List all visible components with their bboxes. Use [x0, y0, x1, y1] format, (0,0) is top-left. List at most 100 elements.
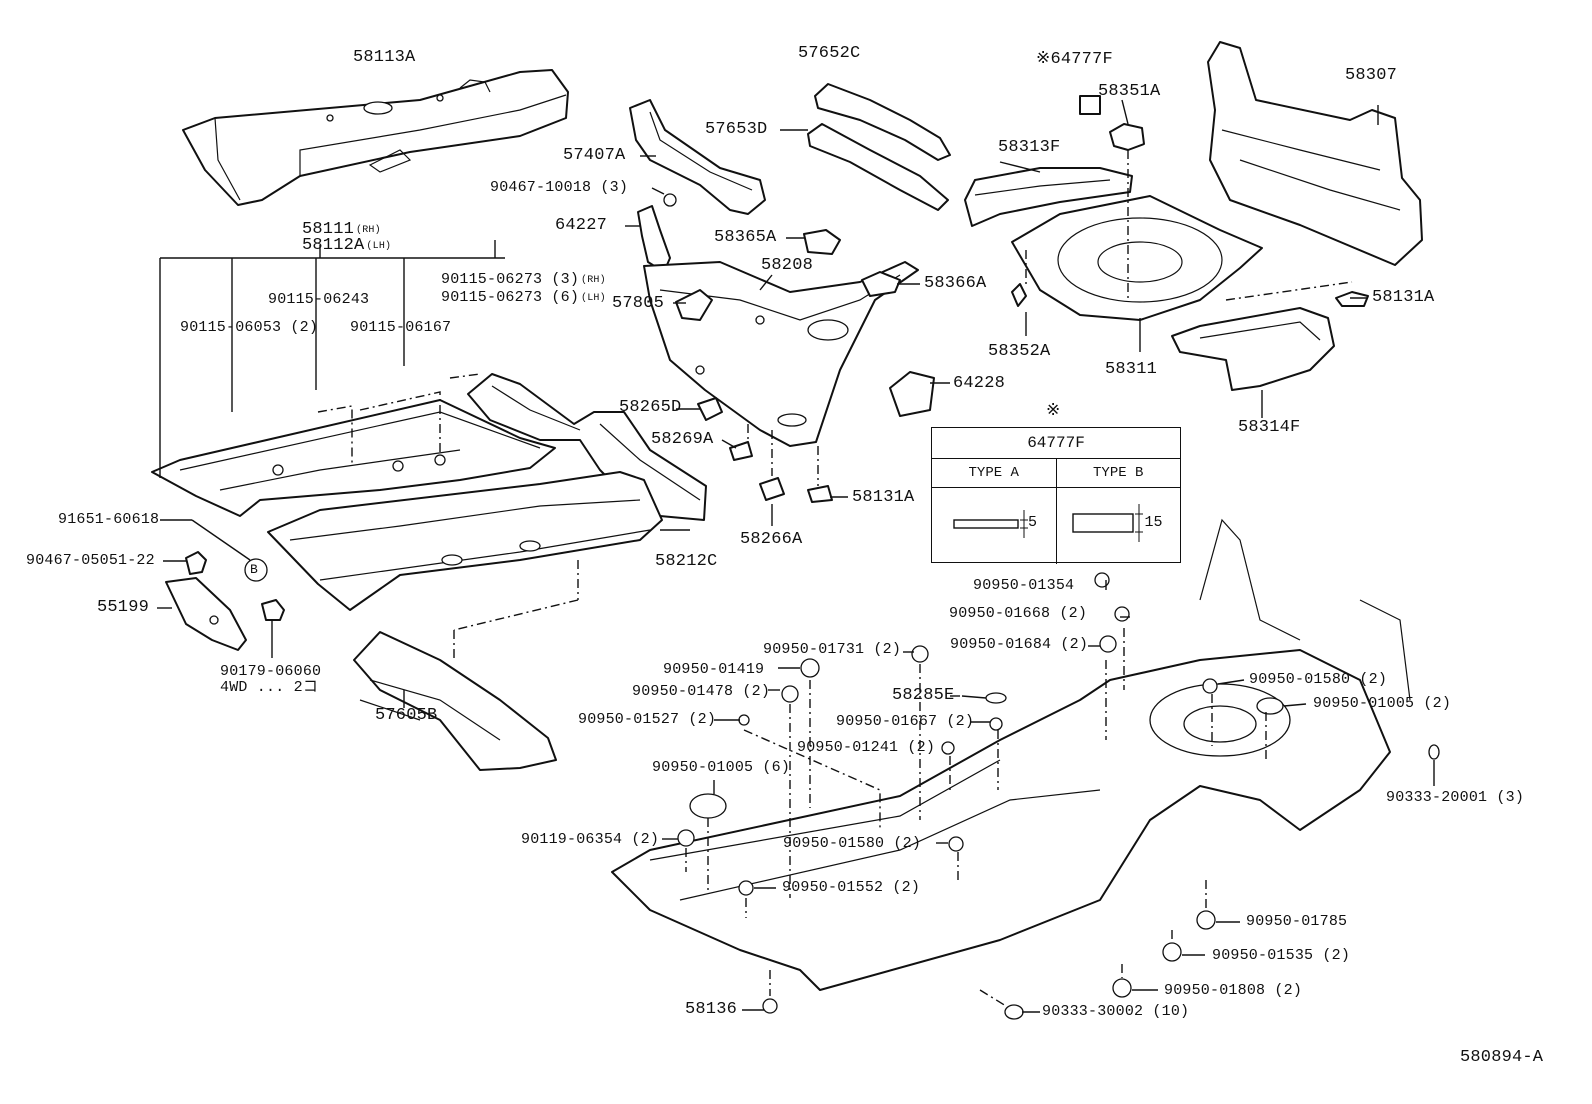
label-58131A-top: 58131A	[1372, 288, 1435, 307]
label-58352A: 58352A	[988, 342, 1051, 361]
part-58131A-top-shape	[1335, 291, 1369, 307]
label-57653D: 57653D	[705, 120, 768, 139]
label-90115-06053: 90115-06053 (2)	[180, 319, 319, 336]
label-57805: 57805	[612, 294, 665, 313]
type-b-dimension: 15	[1144, 514, 1163, 531]
label-58266A: 58266A	[740, 530, 803, 549]
label-91651-60618: 91651-60618	[58, 511, 160, 528]
part-58313F-shape	[964, 167, 1133, 227]
label-90950-01580-c: 90950-01580 (2)	[783, 835, 922, 852]
type-a-pad-drawing	[953, 510, 1028, 538]
part-58307-shape	[1207, 41, 1423, 266]
label-90115-06273-lh: 90115-06273 (6)(LH)	[441, 289, 606, 306]
type-b-pad-drawing	[1071, 504, 1143, 542]
callout-circle	[244, 558, 268, 582]
label-90950-01527: 90950-01527 (2)	[578, 711, 717, 728]
label-90950-01005-r: 90950-01005 (2)	[1313, 695, 1452, 712]
label-58112A: 58112A(LH)	[302, 236, 392, 255]
label-90950-01354: 90950-01354	[973, 577, 1075, 594]
part-58314F-shape	[1171, 307, 1335, 391]
part-64227-shape	[637, 205, 671, 273]
part-front-floor-shape	[267, 471, 663, 611]
label-58136: 58136	[685, 1000, 738, 1019]
label-55199: 55199	[97, 598, 150, 617]
label-90115-06273-rh: 90115-06273 (3)(RH)	[441, 271, 606, 288]
type-b-header: TYPE B	[1055, 459, 1181, 487]
label-90950-01552: 90950-01552 (2)	[782, 879, 921, 896]
label-58269A: 58269A	[651, 430, 714, 449]
label-90950-01535: 90950-01535 (2)	[1212, 947, 1351, 964]
label-90115-06243: 90115-06243	[268, 291, 370, 308]
part-64228-shape	[889, 371, 935, 417]
part-57652C-shape	[807, 83, 951, 211]
type-table: 64777F TYPE A TYPE B 5 15	[931, 427, 1181, 564]
type-table-note-symbol: ※	[1046, 402, 1061, 421]
part-57407A-shape	[629, 99, 766, 215]
label-90333-30002: 90333-30002 (10)	[1042, 1003, 1190, 1020]
type-table-body: 5 15	[932, 488, 1180, 564]
label-58365A: 58365A	[714, 228, 777, 247]
label-90950-01785: 90950-01785	[1246, 913, 1348, 930]
label-90467-10018: 90467-10018 (3)	[490, 179, 629, 196]
label-4wd-note: 4WD ... 2コ	[220, 679, 319, 696]
part-58265D-shape	[697, 397, 723, 421]
type-table-header-row: TYPE A TYPE B	[932, 459, 1180, 488]
label-90950-01684: 90950-01684 (2)	[950, 636, 1089, 653]
label-58311: 58311	[1105, 360, 1158, 379]
label-90950-01478: 90950-01478 (2)	[632, 683, 771, 700]
label-58307: 58307	[1345, 66, 1398, 85]
label-58366A: 58366A	[924, 274, 987, 293]
bolt-90467-05051-22	[185, 551, 207, 575]
label-64228: 64228	[953, 374, 1006, 393]
label-58111: 58111(RH)	[302, 220, 381, 239]
part-58366A-shape	[861, 271, 901, 297]
part-58269A-shape	[729, 441, 753, 461]
label-57407A: 57407A	[563, 146, 626, 165]
label-90950-01419: 90950-01419	[663, 661, 765, 678]
label-90950-01241: 90950-01241 (2)	[797, 739, 936, 756]
part-58352A-shape	[1011, 283, 1027, 307]
part-58208-shape	[643, 261, 919, 447]
part-58365A-shape	[803, 229, 841, 255]
part-58131A-mid-shape	[807, 485, 833, 503]
part-57605B-shape	[353, 631, 557, 771]
label-64227: 64227	[555, 216, 608, 235]
label-58212C: 58212C	[655, 552, 718, 571]
type-table-title: 64777F	[932, 428, 1180, 459]
type-b-cell: 15	[1055, 488, 1181, 564]
part-55199-shape	[165, 577, 247, 651]
label-57652C: 57652C	[798, 44, 861, 63]
callout-letter: B	[250, 562, 259, 577]
label-58265D: 58265D	[619, 398, 682, 417]
label-90950-01808: 90950-01808 (2)	[1164, 982, 1303, 999]
type-a-dimension: 5	[1028, 514, 1038, 531]
label-58314F: 58314F	[1238, 418, 1301, 437]
part-58311-shape	[1011, 195, 1263, 321]
label-58313F: 58313F	[998, 138, 1061, 157]
label-90333-20001: 90333-20001 (3)	[1386, 789, 1525, 806]
fasteners	[677, 572, 1440, 1020]
label-58285E: 58285E	[892, 686, 955, 705]
label-90179-06060: 90179-06060	[220, 663, 322, 680]
label-90950-01731: 90950-01731 (2)	[763, 641, 902, 658]
label-57605B: 57605B	[375, 706, 438, 725]
type-a-header: TYPE A	[968, 465, 1019, 481]
part-64777F-pad	[1079, 95, 1101, 115]
nut-90179-06060	[261, 599, 285, 621]
label-58131A-mid: 58131A	[852, 488, 915, 507]
label-58208: 58208	[761, 256, 814, 275]
label-58351A: 58351A	[1098, 82, 1161, 101]
label-90950-01668: 90950-01668 (2)	[949, 605, 1088, 622]
type-a-cell: 5	[932, 488, 1056, 564]
label-58113A: 58113A	[353, 48, 416, 67]
label-90115-06167: 90115-06167	[350, 319, 452, 336]
label-90467-05051-22: 90467-05051-22	[26, 552, 155, 569]
label-64777F-note: ※64777F	[1036, 50, 1113, 69]
label-90950-01580-r: 90950-01580 (2)	[1249, 671, 1388, 688]
part-58351A-shape	[1109, 123, 1145, 151]
part-58266A-shape	[759, 477, 785, 501]
label-90950-01667: 90950-01667 (2)	[836, 713, 975, 730]
bolt-90467-10018	[663, 193, 677, 207]
